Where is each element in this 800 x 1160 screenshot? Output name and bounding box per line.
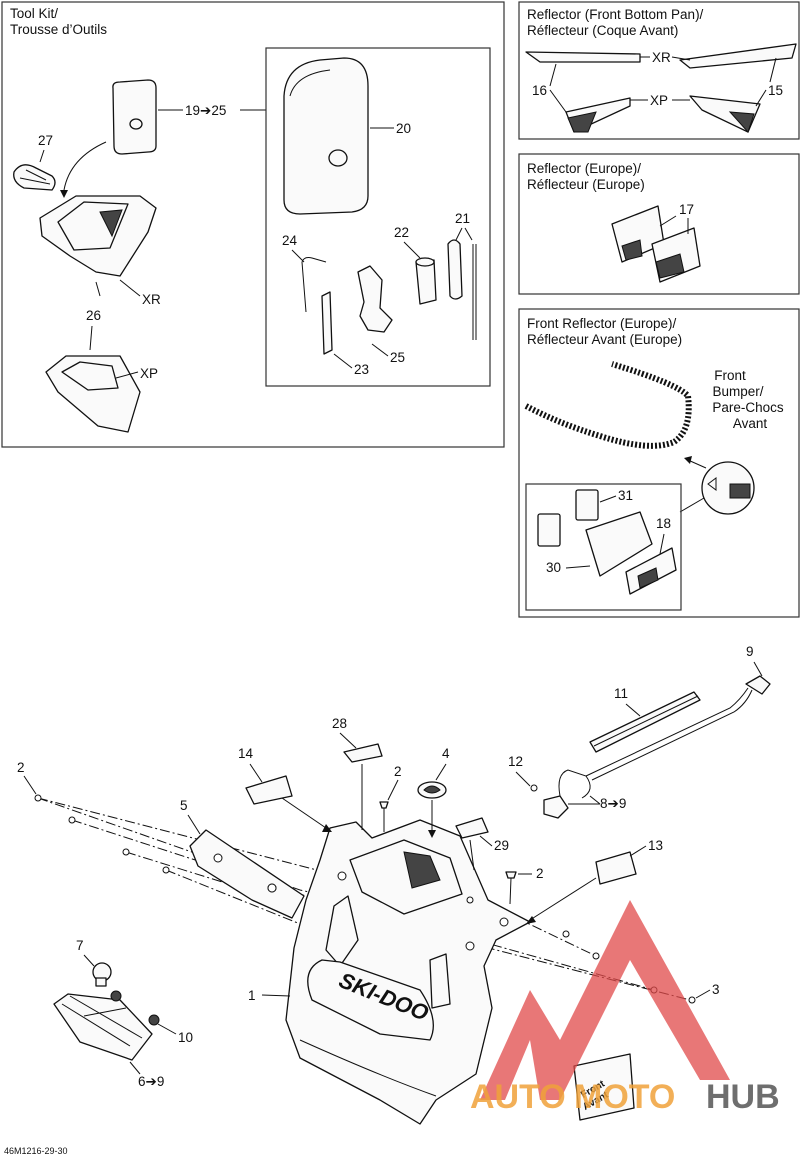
bracket-5 — [189, 829, 305, 919]
callout-14: 14 — [238, 746, 254, 761]
reflector-europe-title-en: Reflector (Europe)/ — [527, 161, 641, 176]
front-sticker — [573, 1053, 635, 1121]
reflector-16-xr — [525, 51, 641, 63]
callout-16: 16 — [532, 83, 547, 98]
tool-kit-panel: Tool Kit/ Trousse d’Outils 19➔25 27 XR 2… — [1, 1, 505, 448]
tool-holder-xp-inner — [61, 361, 119, 391]
callout-3: 3 — [712, 982, 720, 997]
label-xp-holder: XP — [140, 366, 158, 381]
reflector-europe-title-fr: Réflecteur (Europe) — [527, 177, 645, 192]
callout-2-center: 2 — [394, 764, 402, 779]
tool-kit-title-fr: Trousse d’Outils — [10, 22, 107, 37]
bumper-label-line-1: Front — [714, 368, 746, 383]
front-reflector-title-en: Front Reflector (Europe)/ — [527, 316, 677, 331]
front-bottom-pan-top — [349, 839, 463, 915]
pouch-logo-large — [328, 149, 348, 167]
detail-circle — [701, 461, 755, 515]
callout-30: 30 — [546, 560, 561, 575]
tool-pouch-large — [283, 57, 369, 215]
callout-12: 12 — [508, 754, 523, 769]
pouch-logo-small — [129, 118, 143, 130]
front-reflector-title-fr: Réflecteur Avant (Europe) — [527, 332, 682, 347]
bracket-30 — [537, 513, 561, 547]
front-bumper — [524, 361, 692, 449]
connector-9 — [745, 675, 771, 695]
callout-24: 24 — [282, 233, 298, 248]
callout-5: 5 — [180, 798, 188, 813]
callout-23: 23 — [354, 362, 369, 377]
callout-18: 18 — [656, 516, 671, 531]
callout-8-9: 8➔9 — [600, 796, 626, 811]
callout-10: 10 — [178, 1030, 193, 1045]
watermark-part-3: HUB — [706, 1078, 780, 1116]
callout-25: 25 — [390, 350, 405, 365]
front-reflector-europe-panel: Front Reflector (Europe)/ Réflecteur Ava… — [518, 308, 800, 618]
light-housing — [53, 993, 153, 1061]
reflector-15-xr — [679, 43, 797, 69]
callout-4: 4 — [442, 746, 450, 761]
wrench-23 — [321, 291, 333, 355]
decal-29 — [455, 817, 489, 839]
screw-2-center — [379, 801, 389, 809]
callout-11: 11 — [614, 686, 628, 701]
callout-31: 31 — [618, 488, 633, 503]
callout-19-25: 19➔25 — [185, 103, 226, 118]
callout-29: 29 — [494, 838, 509, 853]
decal-14 — [245, 775, 293, 805]
callout-26: 26 — [86, 308, 101, 323]
label-xr-holder: XR — [142, 292, 161, 307]
main-assembly: 2 5 SKI-DOO 1 28 14 — [17, 644, 771, 1125]
callout-15: 15 — [768, 83, 783, 98]
callout-21: 21 — [455, 211, 470, 226]
bottom-pan-title-en: Reflector (Front Bottom Pan)/ — [527, 7, 704, 22]
clip-12 — [530, 784, 538, 792]
watermark-part-1: AUTO — [470, 1078, 566, 1116]
reflector-front-bottom-pan-panel: Reflector (Front Bottom Pan)/ Réflecteur… — [518, 1, 800, 140]
callout-22: 22 — [394, 225, 409, 240]
callout-13: 13 — [648, 838, 663, 853]
ski-doo-emblem — [307, 959, 434, 1041]
bumper-label-line-3: Pare-Chocs — [712, 400, 784, 415]
reflector-europe-panel: Reflector (Europe)/ Réflecteur (Europe) … — [518, 153, 800, 295]
diagram-code: 46M1216-29-30 — [4, 1146, 68, 1156]
callout-7: 7 — [76, 938, 84, 953]
tool-pouch-small — [112, 79, 157, 155]
callout-17: 17 — [679, 202, 694, 217]
spark-plug-tool-25 — [357, 265, 393, 333]
reflector-housing — [585, 511, 653, 577]
screwdriver-handle — [447, 239, 463, 300]
bottom-pan-title-fr: Réflecteur (Coque Avant) — [527, 23, 678, 38]
screw-2-right — [505, 871, 517, 879]
callout-9: 9 — [746, 644, 754, 659]
callout-27: 27 — [38, 133, 53, 148]
callout-6-9: 6➔9 — [138, 1074, 164, 1089]
label-xr-reflector: XR — [652, 50, 671, 65]
tool-kit-title-en: Tool Kit/ — [10, 6, 58, 21]
decal-13 — [595, 851, 637, 885]
callout-2-left: 2 — [17, 760, 25, 775]
decal-28 — [343, 743, 383, 763]
watermark-part-2: MOTO — [574, 1078, 675, 1116]
watermark: AUTO MOTO HUB — [470, 900, 780, 1116]
label-xp-reflector: XP — [650, 93, 668, 108]
callout-28: 28 — [332, 716, 347, 731]
bumper-label-line-4: Avant — [733, 416, 768, 431]
callout-1: 1 — [248, 988, 256, 1003]
bumper-label-line-2: Bumper/ — [712, 384, 763, 399]
callout-20: 20 — [396, 121, 411, 136]
strap-27 — [13, 164, 56, 191]
bulb-holder — [543, 795, 569, 819]
bracket-31 — [575, 489, 599, 521]
callout-2-right: 2 — [536, 866, 544, 881]
